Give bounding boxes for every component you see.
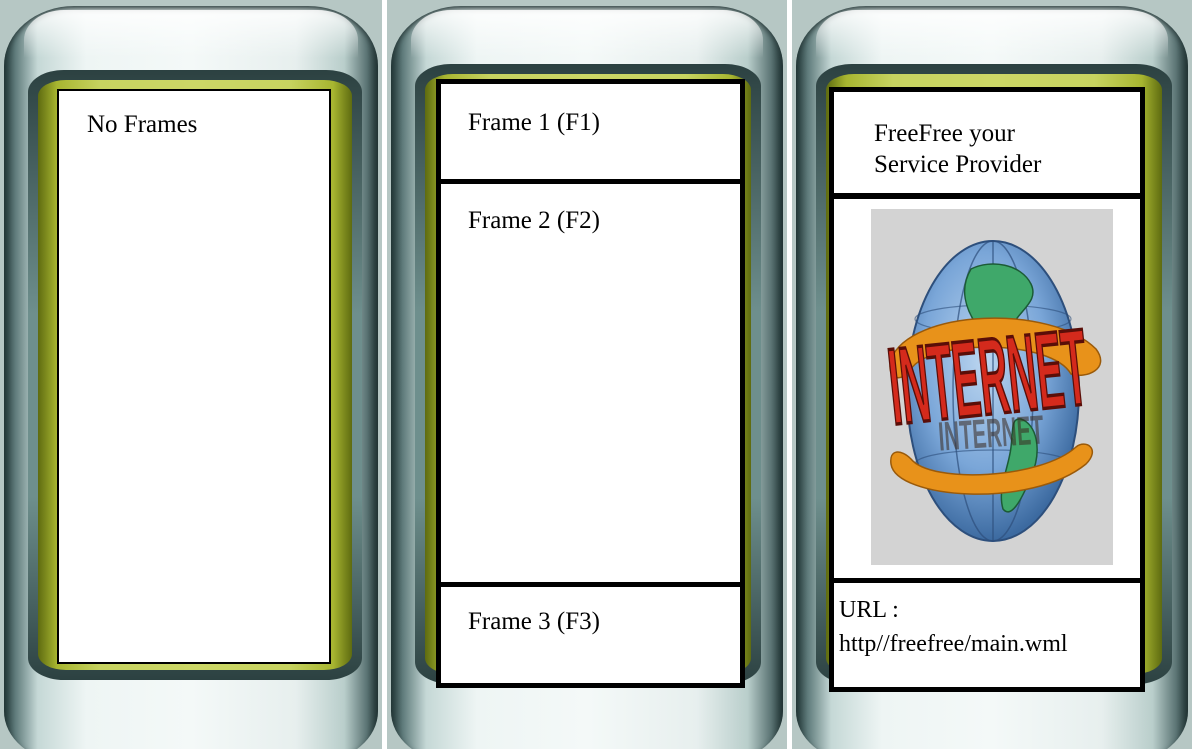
frame-3: Frame 3 (F3) [436, 582, 745, 688]
header-frame: FreeFree your Service Provider [829, 87, 1145, 198]
header-text: FreeFree your Service Provider [874, 118, 1041, 180]
frame-1-label: Frame 1 (F1) [468, 108, 600, 138]
url-label: URL : [839, 593, 1068, 627]
phone-no-frames: No Frames [0, 0, 382, 749]
phone-populated-frames: FreeFree your Service Provider [792, 0, 1192, 749]
frame-2: Frame 2 (F2) [436, 179, 745, 587]
casing-highlight [411, 10, 763, 58]
url-value[interactable]: http//freefree/main.wml [839, 627, 1068, 661]
frame-3-label: Frame 3 (F3) [468, 607, 600, 637]
url-text: URL : http//freefree/main.wml [839, 593, 1068, 661]
internet-logo-graphic: INTERNET INTERNET [871, 209, 1113, 565]
header-line-1: FreeFree your [874, 118, 1041, 149]
frame-1: Frame 1 (F1) [436, 79, 745, 184]
no-frames-label: No Frames [87, 111, 197, 139]
content-frame: INTERNET INTERNET [829, 194, 1145, 584]
screen-panel: No Frames [57, 89, 331, 664]
casing-highlight [24, 10, 358, 58]
frame-2-label: Frame 2 (F2) [468, 206, 600, 236]
casing-highlight [816, 10, 1168, 58]
header-line-2: Service Provider [874, 149, 1041, 180]
svg-text:INTERNET: INTERNET [937, 407, 1045, 459]
phone-three-frames: Frame 1 (F1) Frame 2 (F2) Frame 3 (F3) [387, 0, 787, 749]
internet-globe-logo: INTERNET INTERNET [871, 209, 1113, 565]
url-frame: URL : http//freefree/main.wml [829, 578, 1145, 692]
